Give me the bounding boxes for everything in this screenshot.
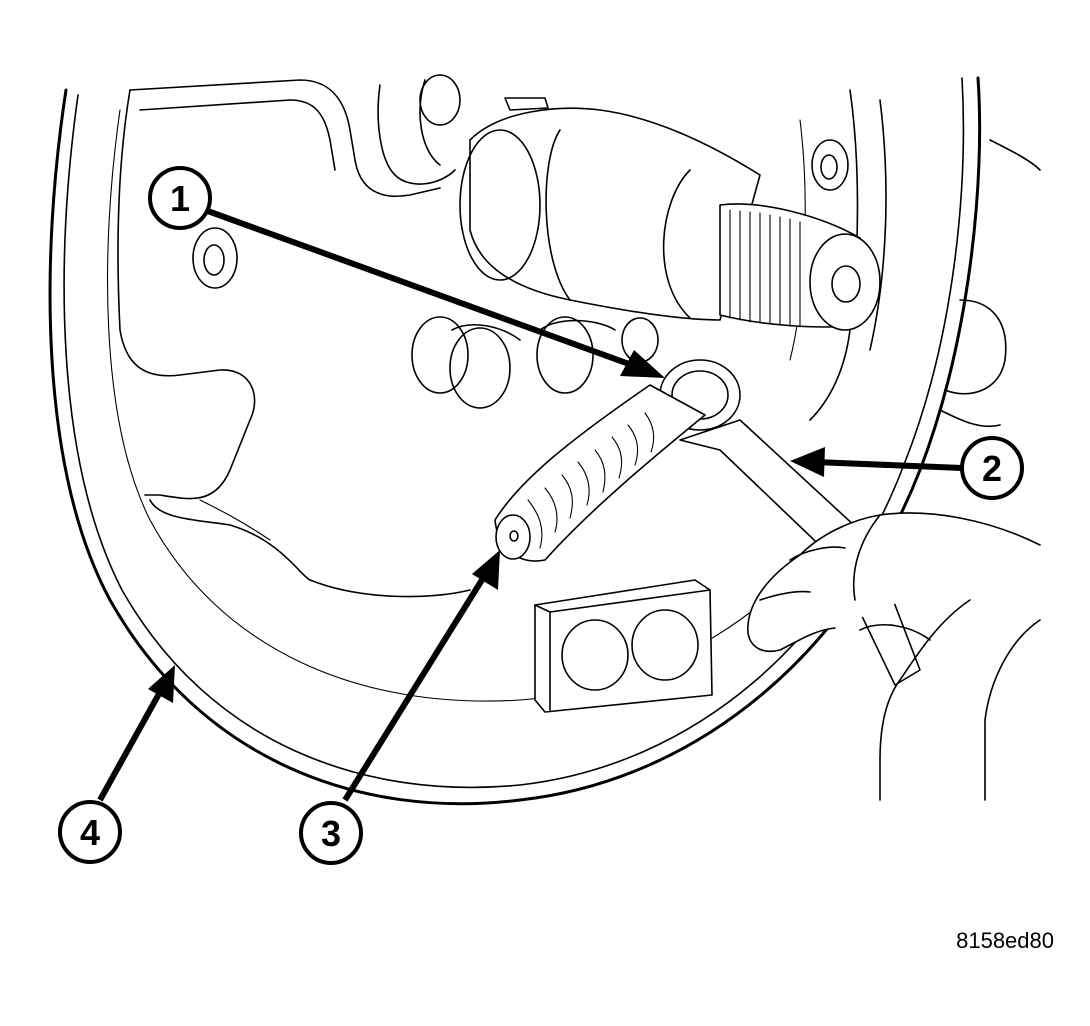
callout-2: 2 (960, 436, 1024, 500)
callout-1: 1 (148, 166, 212, 230)
arrowhead-3 (472, 550, 500, 590)
axle-spindle (377, 74, 881, 331)
callout-4: 4 (58, 800, 122, 864)
leader-4 (97, 690, 163, 802)
adjuster-block (534, 579, 713, 713)
arrowhead-1 (620, 350, 665, 378)
callout-3: 3 (299, 801, 363, 865)
leader-3 (342, 573, 488, 802)
callout-4-label: 4 (80, 812, 100, 853)
hex-tool (494, 384, 706, 562)
callout-2-label: 2 (982, 448, 1002, 489)
figure-id: 8158ed80 (956, 928, 1054, 953)
callout-leaders (97, 207, 963, 802)
leader-1 (203, 207, 642, 371)
arrowhead-4 (148, 665, 175, 703)
backing-plate (48, 76, 982, 806)
wheel-studs (411, 316, 659, 409)
leader-2 (814, 459, 963, 471)
callout-3-label: 3 (321, 813, 341, 854)
hand (747, 139, 1041, 801)
arrowhead-2 (790, 447, 825, 477)
callout-1-label: 1 (170, 178, 190, 219)
